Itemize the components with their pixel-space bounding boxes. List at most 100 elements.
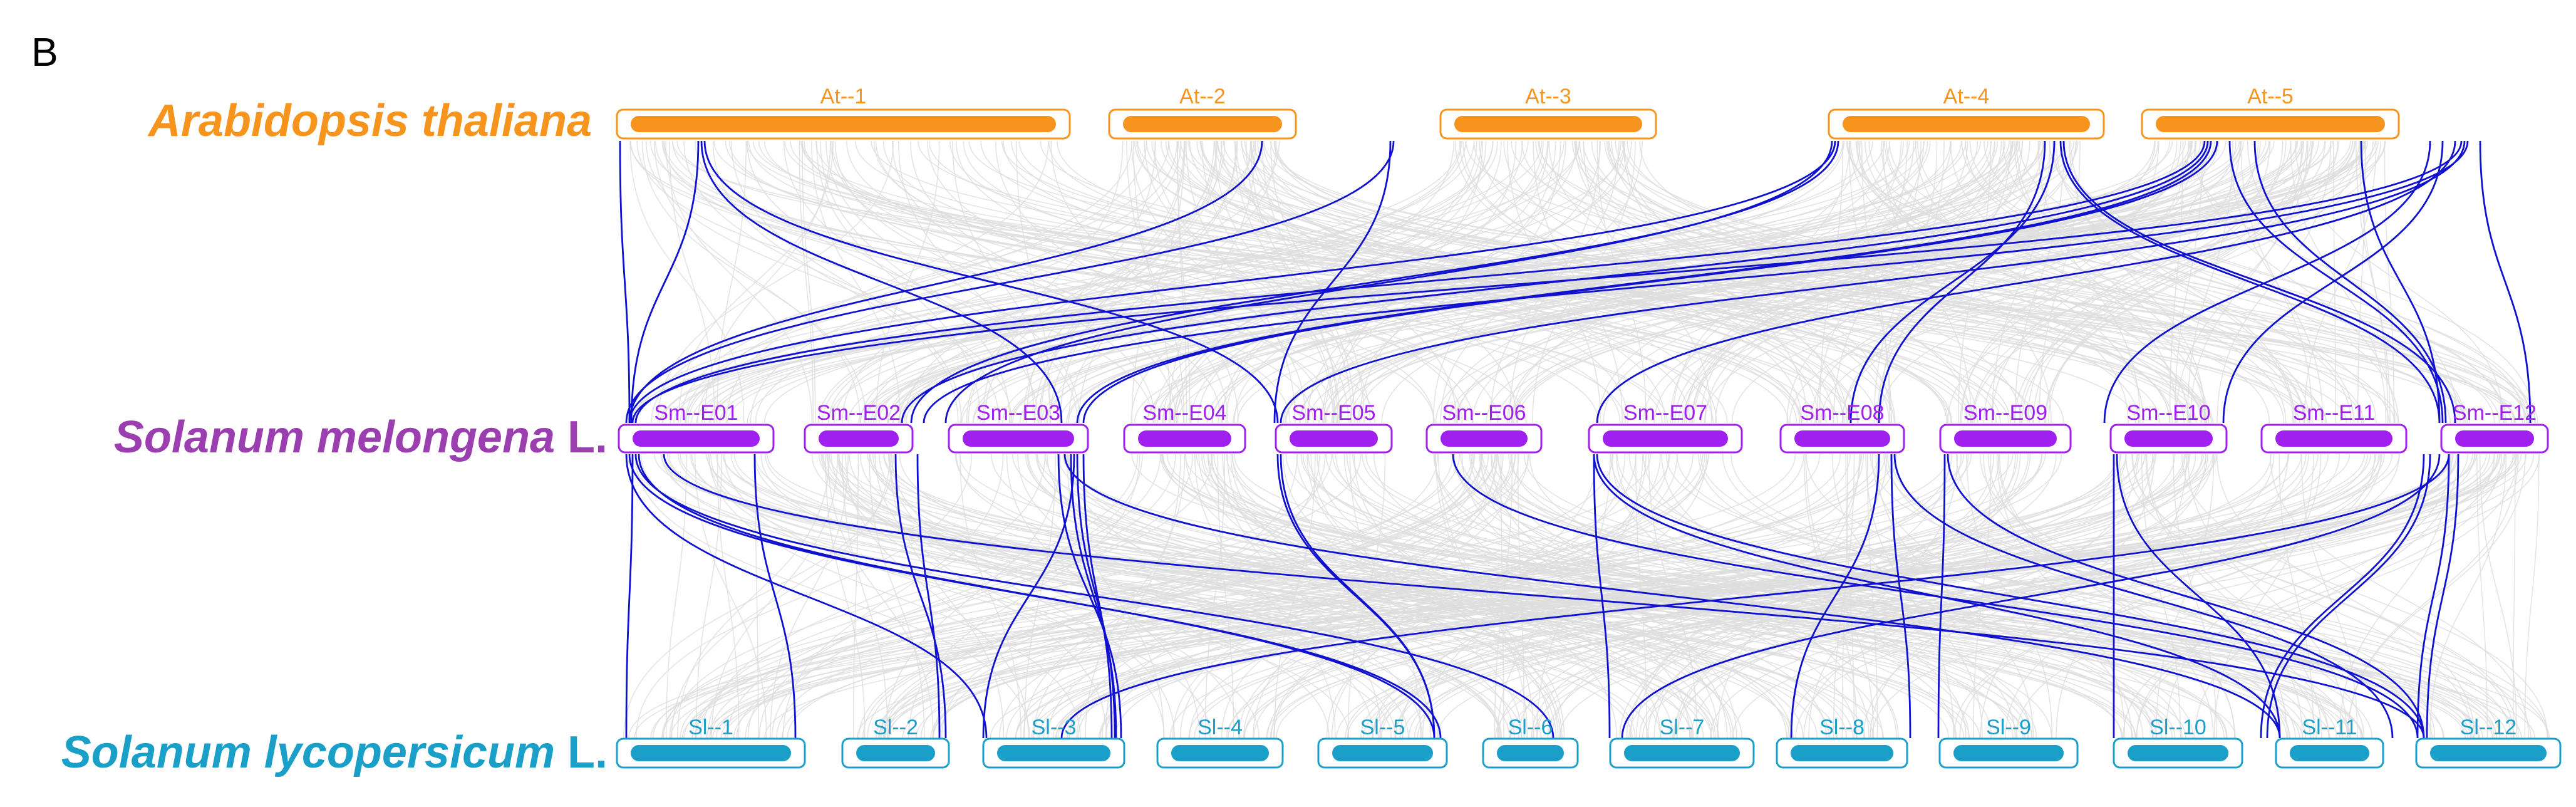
synteny-link-bg: [730, 140, 962, 424]
synteny-link-bg: [1871, 454, 2133, 739]
synteny-link-bg: [1067, 454, 1830, 739]
synteny-link-bg: [838, 454, 1396, 739]
synteny-link-bg: [1241, 140, 1717, 424]
synteny-link-highlight: [1082, 454, 1113, 739]
synteny-link-bg: [827, 454, 934, 739]
synteny-link-bg: [2229, 140, 2324, 424]
synteny-link-bg: [671, 140, 2523, 424]
synteny-link-highlight: [1621, 454, 2441, 739]
synteny-link-bg: [1611, 140, 1972, 424]
chromosome-label-At--3: At--3: [1525, 85, 1571, 108]
synteny-link-bg: [1665, 454, 2548, 739]
panel-label: B: [31, 29, 58, 75]
synteny-link-bg: [1789, 140, 2360, 424]
synteny-link-bg: [1003, 140, 1803, 424]
synteny-link-bg: [1710, 454, 2382, 739]
synteny-link-bg: [2131, 454, 2519, 739]
synteny-link-bg: [1040, 140, 2396, 424]
synteny-link-bg: [724, 454, 1211, 739]
chromosome-label-At--5: At--5: [2247, 85, 2294, 108]
synteny-link-bg: [2290, 140, 2387, 424]
synteny-link-bg: [700, 454, 1161, 739]
synteny-link-bg: [1225, 140, 1502, 424]
synteny-link-highlight: [1878, 140, 2046, 424]
synteny-link-bg: [825, 140, 1080, 424]
synteny-link-bg: [1999, 454, 2235, 739]
synteny-link-bg: [685, 140, 1529, 424]
synteny-link-bg: [1188, 454, 2185, 739]
synteny-link-bg: [1883, 454, 2532, 739]
synteny-link-bg: [1517, 454, 1525, 739]
synteny-link-bg: [860, 140, 1580, 424]
synteny-link-bg: [1865, 454, 1955, 739]
synteny-link-bg: [1189, 140, 1691, 424]
synteny-link-bg: [1497, 454, 2194, 739]
synteny-link-bg: [1011, 140, 1952, 424]
synteny-link-highlight: [630, 140, 700, 424]
synteny-link-bg: [830, 140, 1222, 424]
chromosome-bar-Sl--6: [1497, 745, 1564, 761]
synteny-link-bg: [1151, 140, 1895, 424]
synteny-link-bg: [1469, 454, 1992, 739]
synteny-link-bg: [1136, 140, 1801, 424]
synteny-link-bg: [1518, 454, 2019, 739]
synteny-link-highlight: [1076, 454, 1116, 739]
synteny-link-bg: [1185, 454, 1561, 739]
synteny-link-bg: [888, 140, 1625, 424]
synteny-link-bg: [1591, 140, 2171, 424]
synteny-link-highlight: [628, 140, 1263, 424]
synteny-link-bg: [1337, 140, 2364, 424]
synteny-link-highlight: [894, 454, 947, 739]
synteny-link-bg: [1958, 140, 1992, 424]
synteny-link-bg: [2356, 140, 2391, 424]
synteny-link-bg: [1232, 454, 1734, 739]
synteny-link-bg: [1497, 454, 1897, 739]
synteny-link-bg: [1168, 140, 1256, 424]
synteny-link-bg: [708, 454, 1081, 739]
synteny-link-bg: [2123, 454, 2503, 739]
synteny-link-bg: [790, 140, 2208, 424]
synteny-link-bg: [864, 140, 2299, 424]
synteny-link-bg: [1965, 140, 2352, 424]
synteny-link-bg: [671, 454, 891, 739]
synteny-link-bg: [2359, 140, 2389, 424]
synteny-link-bg: [1201, 140, 2011, 424]
synteny-link-bg: [831, 140, 1337, 424]
synteny-link-bg: [627, 454, 1884, 739]
synteny-link-bg: [1661, 454, 2016, 739]
chromosome-label-Sl--2: Sl--2: [873, 716, 918, 739]
synteny-link-bg: [680, 140, 1133, 424]
synteny-link-bg: [960, 454, 1022, 739]
synteny-link-bg: [1274, 454, 1316, 739]
synteny-link-bg: [847, 140, 2065, 424]
synteny-link-bg: [1114, 454, 2042, 739]
synteny-link-bg: [1642, 454, 2498, 739]
synteny-link-bg: [834, 140, 1156, 424]
synteny-link-bg: [754, 454, 2026, 739]
synteny-link-highlight: [2266, 454, 2431, 739]
synteny-link-highlight: [2426, 454, 2460, 739]
synteny-link-highlight: [1890, 454, 1911, 739]
synteny-link-bg: [1491, 454, 1737, 739]
synteny-link-highlight: [1082, 140, 2218, 424]
chromosome-bar-Sm--E12: [2455, 430, 2534, 447]
synteny-link-bg: [727, 454, 1213, 739]
synteny-link-highlight: [625, 454, 988, 739]
synteny-link-bg: [2049, 140, 2532, 424]
synteny-link-bg: [728, 140, 1816, 424]
synteny-link-bg: [1730, 454, 2428, 739]
synteny-link-bg: [1101, 454, 1482, 739]
synteny-link-bg: [654, 140, 1375, 424]
synteny-link-bg: [2524, 454, 2540, 739]
synteny-link-bg: [2014, 140, 2065, 424]
synteny-link-bg: [661, 454, 1896, 739]
synteny-link-highlight: [631, 140, 2463, 424]
synteny-link-bg: [1059, 140, 2297, 424]
synteny-link-bg: [1001, 140, 2327, 424]
chromosome-bar-Sm--E02: [819, 430, 899, 447]
synteny-link-bg: [1845, 454, 1855, 739]
synteny-link-highlight: [1947, 454, 2425, 739]
synteny-link-bg: [2195, 140, 2396, 424]
synteny-link-bg: [1628, 454, 2379, 739]
synteny-link-highlight: [1060, 454, 2450, 739]
